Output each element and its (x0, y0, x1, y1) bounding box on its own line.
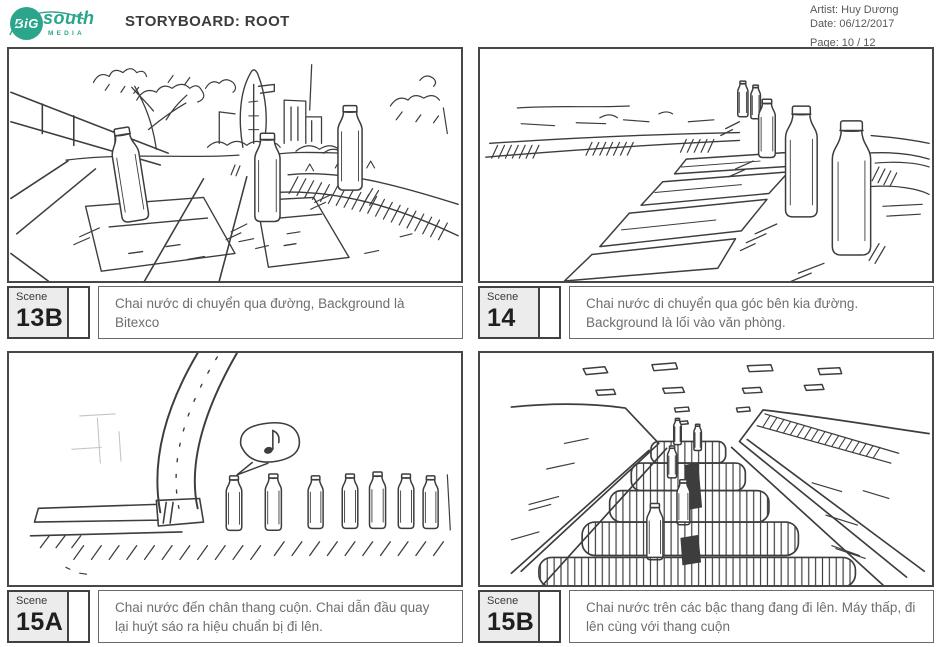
scene-description: Chai nước di chuyển qua đường, Backgroun… (98, 286, 463, 339)
scene-spacer-cell (69, 288, 88, 337)
scene-number: 15A (16, 608, 64, 636)
music-note-icon (264, 429, 280, 454)
bottle-character (676, 479, 691, 526)
scene-description: Chai nước trên các bậc thang đang đi lên… (569, 590, 934, 643)
big-south-media-logo: BiG south MEDIA (8, 3, 118, 45)
storyboard-panel-15b: Scene 15B Chai nước trên các bậc thang đ… (478, 351, 934, 643)
logo-media-text: MEDIA (48, 30, 85, 37)
page-header: BiG south MEDIA STORYBOARD: ROOT Artist:… (0, 0, 938, 50)
street-crossing-bitexco-sketch (10, 64, 459, 281)
scene-label: Scene (16, 595, 48, 607)
scene-number: 13B (16, 304, 64, 332)
artist-label: Artist: Huy Dương (810, 4, 899, 16)
bottle-character (831, 119, 872, 257)
storyboard-panel-15a: Scene 15A Chai nước đến chân thang cuộn.… (7, 351, 463, 643)
sketch-frame (478, 47, 934, 283)
caption-row: Scene 15B Chai nước trên các bậc thang đ… (478, 590, 934, 643)
scene-label: Scene (487, 595, 519, 607)
escalator-ascent-sketch (510, 362, 930, 585)
scene-box: Scene 15A (9, 592, 69, 641)
caption-row: Scene 15A Chai nước đến chân thang cuộn.… (7, 590, 463, 643)
scene-table: Scene 15B (478, 590, 561, 643)
scene-spacer-cell (540, 288, 559, 337)
scene-table: Scene 14 (478, 286, 561, 339)
sketch-frame (478, 351, 934, 587)
bottle-character (673, 418, 682, 445)
bottle-character (397, 473, 415, 529)
scene-spacer-cell (69, 592, 88, 641)
bottle-character (784, 105, 819, 218)
bottle-character (737, 80, 749, 118)
scene-description: Chai nước đến chân thang cuộn. Chai dẫn … (98, 590, 463, 643)
caption-row: Scene 13B Chai nước di chuyển qua đường,… (7, 286, 463, 339)
scene-spacer-cell (540, 592, 559, 641)
scene-box: Scene 15B (480, 592, 540, 641)
bottle-character (264, 473, 282, 531)
logo-circle: BiG (10, 7, 43, 40)
bottle-character (225, 475, 243, 531)
bottle-character (368, 471, 387, 529)
scene-table: Scene 13B (7, 286, 90, 339)
bottle-character (337, 104, 363, 191)
scene-number: 14 (487, 304, 516, 332)
scene-description: Chai nước di chuyển qua góc bên kia đườn… (569, 286, 934, 339)
storyboard-grid: Scene 13B Chai nước di chuyển qua đường,… (0, 47, 938, 643)
bottle-character (254, 132, 281, 223)
bottle-character (693, 424, 702, 451)
bottle-character (646, 502, 664, 561)
scene-number: 15B (487, 608, 535, 636)
bottle-character (667, 445, 677, 479)
page-number-label: Page: 10 / 12 (810, 37, 876, 49)
sketch-frame (7, 351, 463, 587)
scene-label: Scene (16, 291, 48, 303)
storyboard-panel-14: Scene 14 Chai nước di chuyển qua góc bên… (478, 47, 934, 339)
scene-box: Scene 14 (480, 288, 540, 337)
bottle-character (307, 475, 324, 529)
caption-row: Scene 14 Chai nước di chuyển qua góc bên… (478, 286, 934, 339)
logo-south-text: south (43, 8, 95, 28)
street-corner-bottles-sketch (485, 80, 930, 281)
logo-big-text: BiG (14, 16, 39, 31)
date-label: Date: 06/12/2017 (810, 18, 895, 30)
escalator-base-whistle-sketch (29, 353, 451, 575)
scene-box: Scene 13B (9, 288, 69, 337)
scene-label: Scene (487, 291, 519, 303)
page-title: STORYBOARD: ROOT (125, 13, 290, 30)
header-meta: Artist: Huy Dương Date: 06/12/2017 Page:… (810, 3, 899, 50)
whistle-speech-bubble (236, 422, 301, 476)
bottle-character (758, 98, 776, 158)
bottle-character (422, 475, 439, 529)
sketch-frame (7, 47, 463, 283)
bottle-character (341, 473, 359, 529)
scene-table: Scene 15A (7, 590, 90, 643)
storyboard-panel-13b: Scene 13B Chai nước di chuyển qua đường,… (7, 47, 463, 339)
